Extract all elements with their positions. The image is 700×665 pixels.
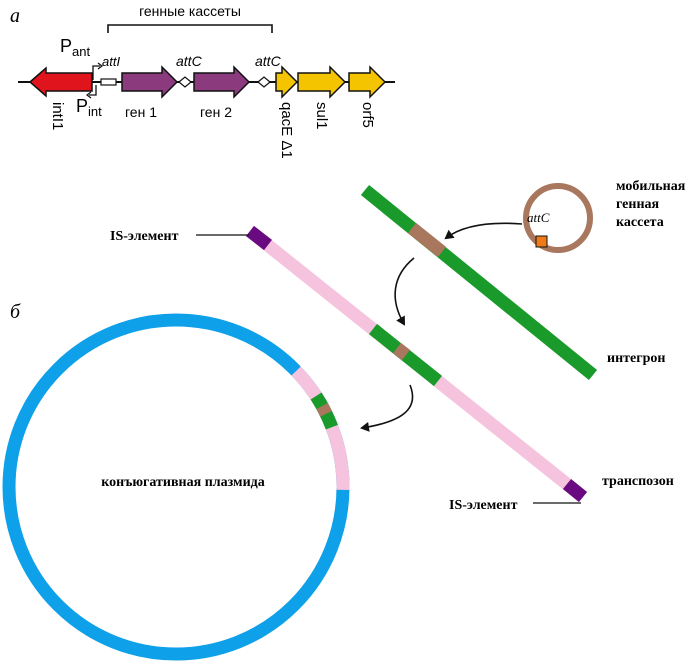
integron [360,184,598,381]
attC-site-2 [257,76,271,88]
insertion-arrow-2 [394,257,415,326]
is-element-label-top: IS-элемент [110,229,179,244]
gene-qacE [275,65,299,99]
gene-2-cassette [193,65,251,99]
attI-site [100,78,117,86]
integron-cassette-segment [407,222,447,258]
mobile-cassette-label-1: мобильная [616,179,686,194]
mobile-cassette-label-2: генная [616,197,660,212]
is-element-top [246,225,272,251]
transposon [245,225,588,503]
gene-orf5 [348,65,387,99]
conjugative-plasmid [2,313,350,661]
attC-marker [535,235,548,248]
is-element-label-bottom: IS-элемент [449,498,518,513]
attC-label-1: attC [176,53,203,69]
orf5-label: orf5 [359,102,376,128]
mobile-cassette-label-3: кассета [616,215,664,230]
plasmid-transposon-segment [291,366,350,491]
insertion-arrow-3 [360,384,414,432]
promoter-int-label: Pint [76,96,102,119]
panel-a-label: а [10,5,20,27]
promoter-ant [92,62,103,80]
gene-2-label: ген 2 [200,104,232,120]
qacE-label: qacE Δ1 [278,102,295,159]
promoter-ant-label: Pant [60,36,90,59]
gene-1-label: ген 1 [125,104,157,120]
attC-site-1 [178,76,192,88]
is-element-bottom [562,478,588,503]
attC-label-2: attC [255,53,282,69]
cassette-attC-label: attC [527,210,550,225]
integron-label: интегрон [607,351,665,366]
cassettes-bracket [107,24,273,33]
panel-b-label: б [10,301,21,323]
gene-sul1 [297,65,347,99]
mobile-gene-cassette [523,183,593,253]
promoter-int [86,85,97,99]
gene-intI1 [28,66,93,98]
attI-label: attI [102,54,120,69]
sul1-label: sul1 [313,102,330,130]
transposon-label: транспозон [602,474,674,489]
gene-1-cassette [121,65,179,99]
intI1-label: intI1 [49,102,66,130]
plasmid-cassette-segment [316,402,332,417]
insertion-arrow-1 [444,222,523,240]
bracket-label: генные кассеты [139,3,241,19]
transposon-cassette-segment [393,342,410,361]
plasmid-label: конъюгативная плазмида [101,475,264,490]
